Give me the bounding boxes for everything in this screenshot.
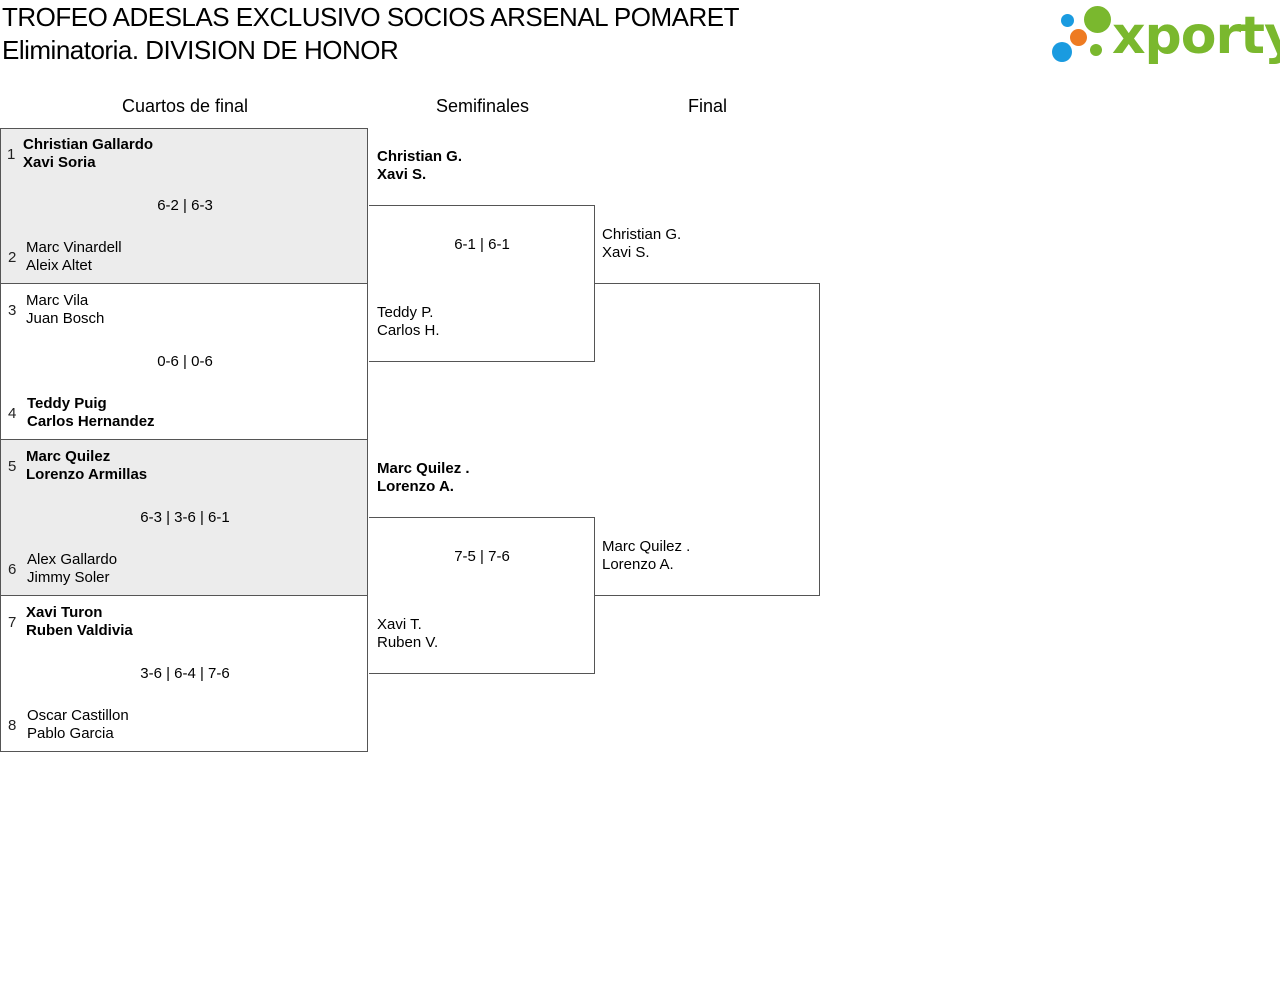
player-name: Marc Vila bbox=[26, 292, 89, 309]
round-header-quarterfinals: Cuartos de final bbox=[121, 96, 249, 116]
player-name: Ruben Valdivia bbox=[26, 622, 133, 639]
final-bracket bbox=[594, 283, 820, 596]
player-name: Xavi Soria bbox=[23, 154, 96, 171]
qf2-top-pair[interactable]: Marc Vila Juan Bosch bbox=[26, 292, 104, 328]
round-header-final: Final bbox=[687, 96, 727, 116]
seed-number: 8 bbox=[8, 717, 17, 734]
qf-match-1-box bbox=[0, 128, 368, 284]
player-name: Lorenzo Armillas bbox=[26, 466, 148, 483]
tournament-subtitle: Eliminatoria. DIVISION DE HONOR bbox=[2, 35, 399, 65]
player-name: Jimmy Soler bbox=[27, 569, 110, 586]
tournament-title: TROFEO ADESLAS EXCLUSIVO SOCIOS ARSENAL … bbox=[2, 2, 739, 32]
qf-match-4-box bbox=[0, 595, 368, 752]
qf3-top-pair[interactable]: Marc Quilez Lorenzo Armillas bbox=[26, 448, 147, 484]
player-name: Oscar Castillon bbox=[27, 707, 129, 724]
logo-dot-blue-top bbox=[1061, 14, 1074, 27]
sf1-bottom-pair[interactable]: Teddy P. Carlos H. bbox=[377, 304, 440, 340]
seed-number: 3 bbox=[8, 302, 17, 319]
player-name: Alex Gallardo bbox=[27, 551, 118, 568]
player-name: Pablo Garcia bbox=[27, 725, 114, 742]
player-name: Aleix Altet bbox=[26, 257, 92, 274]
qf2-bottom-pair[interactable]: Teddy Puig Carlos Hernandez bbox=[27, 395, 155, 431]
player-name: Carlos H. bbox=[377, 322, 440, 339]
seed-number: 4 bbox=[8, 405, 17, 422]
player-name: Xavi Turon bbox=[26, 604, 103, 621]
qf1-score: 6-2 | 6-3 bbox=[157, 197, 213, 214]
sf2-bottom-pair[interactable]: Xavi T. Ruben V. bbox=[377, 616, 438, 652]
qf4-score: 3-6 | 6-4 | 7-6 bbox=[140, 665, 230, 682]
logo-dot-green bbox=[1084, 6, 1111, 33]
seed-number: 6 bbox=[8, 561, 17, 578]
player-name: Lorenzo A. bbox=[602, 556, 674, 573]
qf3-bottom-pair[interactable]: Alex Gallardo Jimmy Soler bbox=[27, 551, 117, 587]
xporty-logo[interactable]: xporty bbox=[1050, 4, 1280, 68]
sf2-score: 7-5 | 7-6 bbox=[454, 548, 510, 565]
qf1-bottom-pair[interactable]: Marc Vinardell Aleix Altet bbox=[26, 239, 122, 275]
player-name: Marc Quilez bbox=[26, 448, 111, 465]
sf1-score: 6-1 | 6-1 bbox=[454, 236, 510, 253]
player-name: Marc Quilez . bbox=[602, 538, 691, 555]
qf4-bottom-pair[interactable]: Oscar Castillon Pablo Garcia bbox=[27, 707, 129, 743]
final-bottom-pair[interactable]: Marc Quilez . Lorenzo A. bbox=[602, 538, 690, 574]
seed-number: 7 bbox=[8, 614, 17, 631]
qf2-score: 0-6 | 0-6 bbox=[157, 353, 213, 370]
player-name: Christian Gallardo bbox=[23, 136, 154, 153]
logo-dot-green-small bbox=[1090, 44, 1102, 56]
player-name: Christian G. bbox=[602, 226, 682, 243]
player-name: Christian G. bbox=[377, 148, 463, 165]
player-name: Xavi S. bbox=[602, 244, 650, 261]
logo-wordmark: xporty bbox=[1112, 6, 1280, 66]
qf4-top-pair[interactable]: Xavi Turon Ruben Valdivia bbox=[26, 604, 133, 640]
sf1-top-pair[interactable]: Christian G. Xavi S. bbox=[377, 148, 462, 184]
player-name: Xavi T. bbox=[377, 616, 422, 633]
player-name: Xavi S. bbox=[377, 166, 427, 183]
final-top-pair[interactable]: Christian G. Xavi S. bbox=[602, 226, 681, 262]
round-header-semifinals: Semifinales bbox=[435, 96, 530, 116]
player-name: Marc Quilez . bbox=[377, 460, 470, 477]
player-name: Carlos Hernandez bbox=[27, 413, 155, 430]
qf3-score: 6-3 | 3-6 | 6-1 bbox=[140, 509, 230, 526]
player-name: Marc Vinardell bbox=[26, 239, 122, 256]
player-name: Juan Bosch bbox=[26, 310, 105, 327]
logo-dot-blue-bottom bbox=[1052, 42, 1072, 62]
sf2-top-pair[interactable]: Marc Quilez . Lorenzo A. bbox=[377, 460, 470, 496]
seed-number: 5 bbox=[8, 458, 17, 475]
seed-number: 2 bbox=[8, 249, 17, 266]
player-name: Teddy Puig bbox=[27, 395, 107, 412]
logo-dot-orange bbox=[1070, 29, 1087, 46]
qf-match-3-box bbox=[0, 439, 368, 596]
seed-number: 1 bbox=[7, 146, 16, 163]
player-name: Teddy P. bbox=[377, 304, 434, 321]
player-name: Lorenzo A. bbox=[377, 478, 454, 495]
player-name: Ruben V. bbox=[377, 634, 439, 651]
qf1-top-pair[interactable]: Christian Gallardo Xavi Soria bbox=[23, 136, 153, 172]
